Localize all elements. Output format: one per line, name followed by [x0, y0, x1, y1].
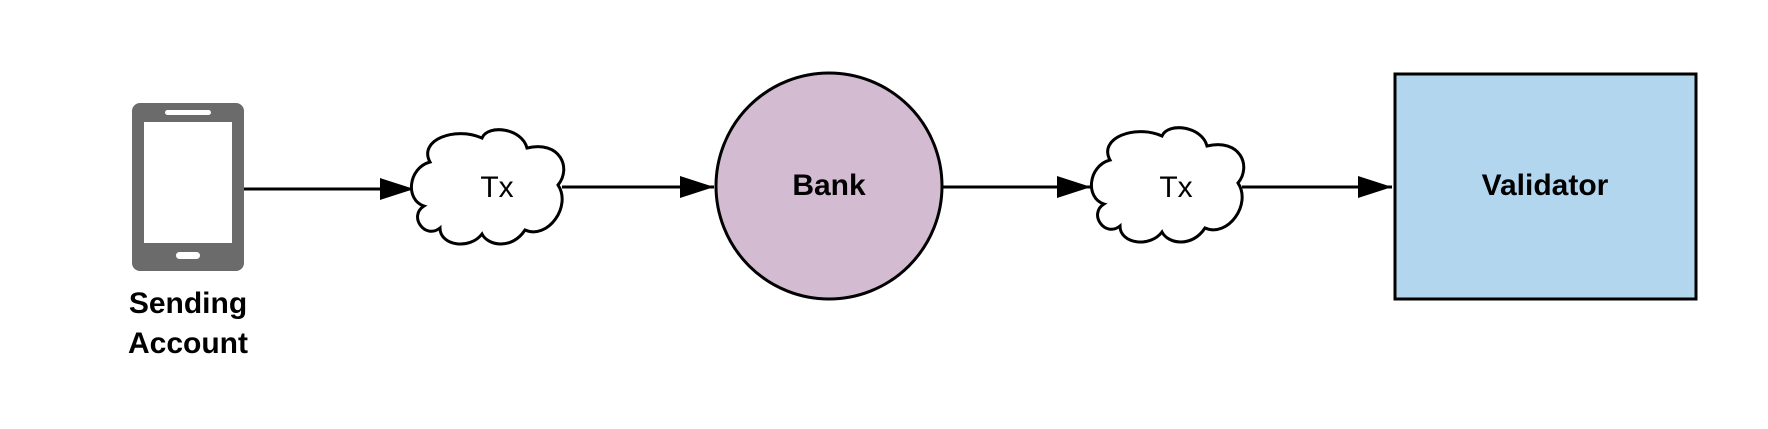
tx-cloud-2: Tx: [1089, 126, 1246, 244]
sending-account-label: Sending: [129, 287, 247, 320]
sending-account-label: Account: [128, 327, 248, 360]
tx-cloud-1: Tx: [409, 128, 566, 246]
tx-label: Tx: [1159, 171, 1192, 204]
bank-node: Bank: [714, 71, 944, 301]
tx-label: Tx: [480, 171, 513, 204]
bank-label: Bank: [792, 169, 866, 202]
validator-label: Validator: [1482, 169, 1609, 202]
validator-node: Validator: [1393, 72, 1698, 301]
smartphone-icon: [132, 103, 244, 271]
